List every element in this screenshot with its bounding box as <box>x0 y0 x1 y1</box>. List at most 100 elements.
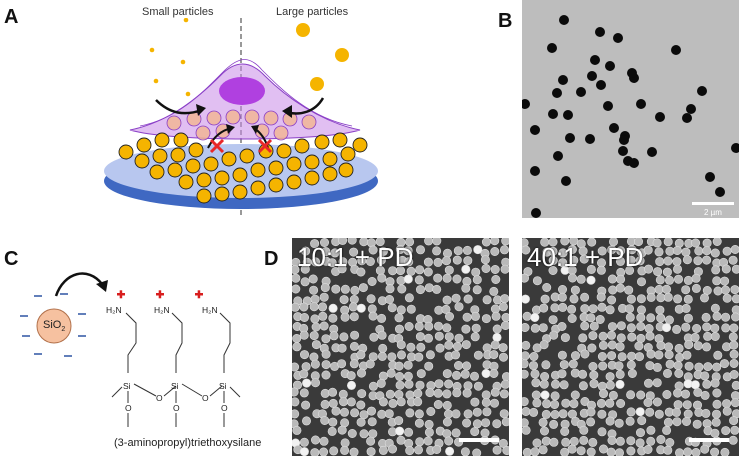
sem-particle <box>442 273 452 283</box>
sem-particle <box>522 351 530 361</box>
sem-particle <box>684 340 694 350</box>
sem-particle <box>570 368 580 378</box>
sem-particle <box>492 332 502 342</box>
sem-particle <box>346 371 356 381</box>
sem-particle <box>605 380 615 390</box>
sem-particle <box>578 381 588 391</box>
sem-particle <box>365 359 375 369</box>
sem-particle <box>586 313 596 323</box>
sem-particle <box>346 397 356 407</box>
sem-b-scale-text: 2 µm <box>704 208 722 217</box>
sem-particle <box>548 315 558 325</box>
sem-particle <box>454 333 464 343</box>
red-cross-right <box>257 138 273 154</box>
sem-particle <box>722 406 732 416</box>
sem-particle <box>567 444 577 454</box>
sem-particle <box>570 390 580 400</box>
sem-particle <box>310 294 320 304</box>
sem-particle <box>321 360 331 370</box>
sem-particle <box>300 350 309 360</box>
sem-particle <box>405 238 415 247</box>
sem-particle <box>442 295 452 305</box>
sem-particle <box>480 428 490 438</box>
sem-particle <box>366 436 376 446</box>
sem-particle <box>416 245 426 255</box>
sem-particle <box>444 379 454 389</box>
sem-particle <box>339 295 349 305</box>
sem-particle <box>413 389 423 399</box>
sem-particle <box>710 447 720 456</box>
sem-particle <box>435 343 445 353</box>
sem-particle <box>626 360 636 370</box>
sem-particle <box>665 438 675 448</box>
sem-particle <box>674 369 684 379</box>
sem-particle <box>463 409 473 419</box>
sem-particle <box>452 370 462 380</box>
sem-particle <box>444 340 454 350</box>
sem-particle <box>356 400 366 410</box>
sem-particle <box>720 447 730 456</box>
amine-plus-signs <box>117 290 203 299</box>
sem-particle <box>387 303 397 313</box>
sem-particle <box>473 245 483 255</box>
sem-particle <box>404 379 414 389</box>
sem-particle <box>730 285 739 295</box>
sem-particle <box>712 276 722 286</box>
sem-particle <box>578 333 588 343</box>
sem-particle <box>673 294 683 304</box>
o-5: O <box>221 403 228 413</box>
sem-particle <box>368 381 378 391</box>
sem-particle <box>530 313 540 323</box>
o-3: O <box>125 403 132 413</box>
sem-particle <box>674 274 684 284</box>
sem-particle <box>397 284 407 294</box>
sem-particle <box>721 312 731 322</box>
sem-particle <box>557 369 567 379</box>
sem-particle <box>627 332 637 342</box>
sem-particle <box>403 274 413 284</box>
arrow-inner-left-head <box>226 124 235 134</box>
sem-particle <box>721 426 731 436</box>
sem-particle <box>548 238 558 247</box>
sem-particle <box>500 245 509 255</box>
sem-particle <box>607 340 617 350</box>
sem-particle <box>350 408 360 418</box>
sem-particle <box>729 340 739 350</box>
sem-particle <box>310 378 320 388</box>
sem-particle <box>489 369 499 379</box>
sem-particle <box>616 256 626 266</box>
sem-particle <box>299 437 309 447</box>
aptes-structure: H₂N H₂N H₂N Si Si Si O O O O O <box>106 290 241 427</box>
sem-particle <box>299 447 309 456</box>
sem-particle <box>385 389 395 399</box>
sem-particle <box>596 265 606 275</box>
sem-particle <box>596 292 606 302</box>
sem-particle <box>588 331 598 341</box>
sem-particle <box>498 302 508 312</box>
sem-particle <box>693 256 703 266</box>
sem-particle <box>693 341 703 351</box>
sem-particle <box>359 429 369 439</box>
sem-particle <box>480 255 490 265</box>
sem-particle <box>700 444 710 454</box>
sem-particle <box>319 292 329 302</box>
sem-particle <box>395 324 405 334</box>
sem-particle <box>570 351 580 361</box>
sem-particle <box>338 397 348 407</box>
sem-particle <box>567 273 577 283</box>
sem-particle <box>588 304 598 314</box>
sem-particle <box>605 305 615 315</box>
substrate-particles <box>118 132 368 204</box>
sem-particle <box>499 409 509 419</box>
sem-particle <box>615 342 625 352</box>
sem-particle <box>721 323 731 333</box>
sem-particle <box>292 362 300 372</box>
sem-particle <box>539 426 549 436</box>
sem-particle <box>656 435 666 445</box>
sem-particle <box>530 323 540 333</box>
sem-particle <box>568 359 578 369</box>
sem-particle <box>451 428 461 438</box>
sem-particle <box>451 293 461 303</box>
sem-particle <box>616 274 626 284</box>
sem-particle <box>691 238 701 248</box>
